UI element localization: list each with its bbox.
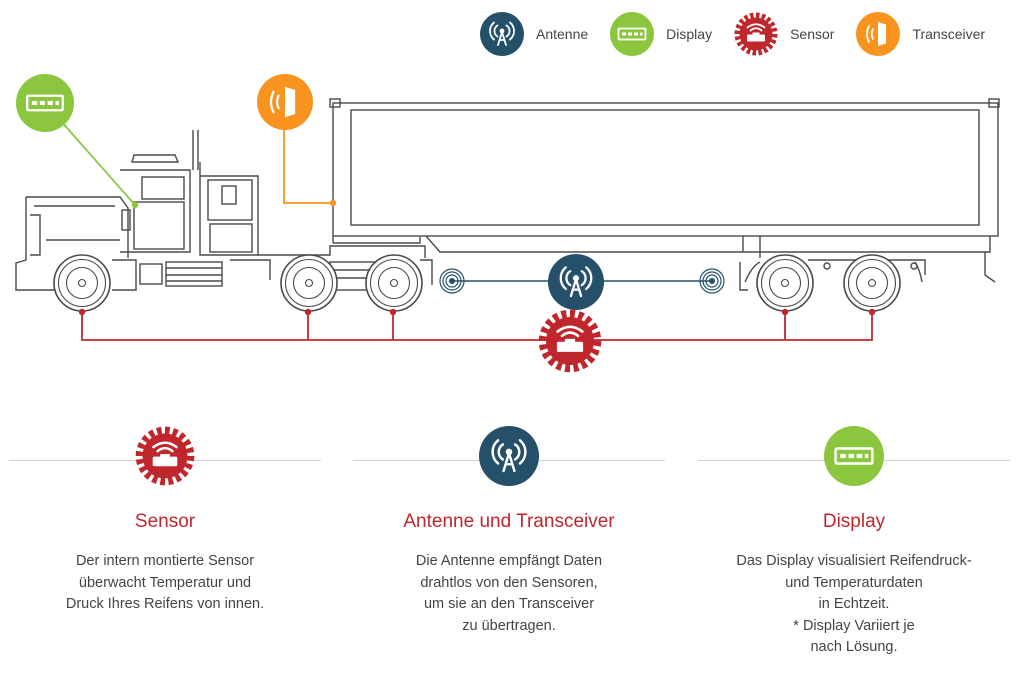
wheel (365, 254, 423, 312)
wheel (756, 254, 814, 312)
antenna-icon (479, 426, 539, 486)
legend-label: Sensor (790, 26, 835, 42)
display-description: Das Display visualisiert Reifendruck- un… (736, 553, 972, 655)
sensor-title: Sensor (134, 511, 196, 532)
legend-item-display: Display (610, 12, 712, 56)
legend: Antenne Display Sensor Transceiver (480, 12, 1007, 56)
sensor-network (78, 308, 876, 368)
sensor-icon (543, 314, 597, 368)
sensor-icon (135, 426, 195, 486)
wheel (843, 254, 901, 312)
display-column: Display Das Display visualisiert Reifend… (698, 426, 1010, 659)
antenna-transceiver-column: Antenne und Transceiver Die Antenne empf… (353, 426, 665, 637)
trailer (329, 98, 1000, 291)
antenna-icon (548, 254, 604, 310)
antenna-link (439, 254, 725, 310)
wheel (280, 254, 338, 312)
sensor-description: Der intern montierte Sensor überwacht Te… (65, 553, 265, 612)
wheels (53, 254, 901, 312)
display-title: Display (822, 511, 886, 532)
legend-item-transceiver: Transceiver (856, 12, 985, 56)
display-connector (16, 74, 139, 209)
antenna-ripple-icon (699, 268, 725, 294)
transceiver-icon (257, 74, 313, 130)
legend-label: Antenne (536, 26, 589, 42)
display-icon (824, 426, 884, 486)
truck-diagram (15, 74, 1000, 400)
display-icon (16, 74, 74, 132)
antenna-transceiver-description: Die Antenne empfängt Daten drahtlos von … (415, 553, 603, 634)
transceiver-connector (257, 74, 337, 207)
legend-item-sensor: Sensor (734, 12, 834, 56)
legend-label: Transceiver (912, 26, 986, 42)
sensor-column: Sensor Der intern montierte Sensor überw… (9, 426, 321, 616)
legend-item-antenna: Antenne (480, 12, 588, 56)
legend-label: Display (666, 26, 713, 42)
antenna-transceiver-title: Antenne und Transceiver (403, 511, 615, 532)
wheel (53, 254, 111, 312)
